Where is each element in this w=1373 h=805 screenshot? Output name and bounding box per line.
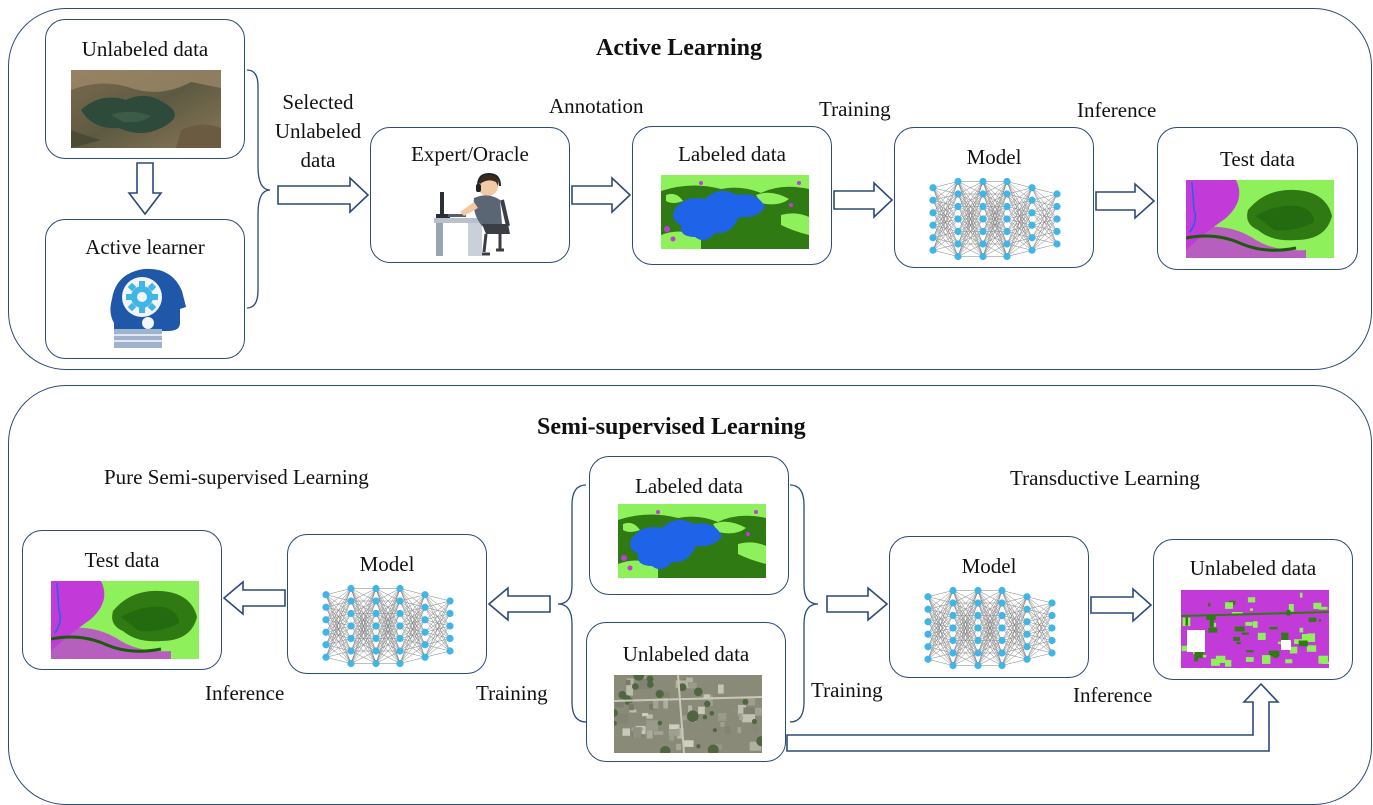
land-cover-map bbox=[661, 175, 809, 249]
semi-unlabeled-output-label: Unlabeled data bbox=[1189, 556, 1317, 580]
semi-training-right-label: Training bbox=[811, 678, 883, 702]
test-land-cover-map bbox=[1186, 180, 1334, 258]
semi-model-left-label: Model bbox=[359, 552, 415, 576]
semi-test-data-label: Test data bbox=[84, 548, 160, 572]
labeled-data-box: Labeled data bbox=[632, 126, 832, 265]
neural-network-diagram bbox=[929, 177, 1061, 261]
model-label: Model bbox=[966, 145, 1022, 169]
satellite-urban-image bbox=[614, 675, 762, 753]
pure-semi-supervised-label: Pure Semi-supervised Learning bbox=[104, 465, 369, 489]
semi-unlabeled-data-label: Unlabeled data bbox=[622, 642, 750, 666]
inference-label-top: Inference bbox=[1077, 98, 1157, 122]
semi-labeled-data-label: Labeled data bbox=[635, 474, 743, 498]
test-data-box: Test data bbox=[1157, 127, 1358, 270]
human-annotator-icon bbox=[434, 172, 510, 256]
training-label-top: Training bbox=[819, 97, 891, 121]
selected-unlabeled-line-1: Selected bbox=[282, 90, 354, 114]
semi-test-data-box: Test data bbox=[22, 530, 222, 670]
model-box: Model bbox=[894, 127, 1094, 268]
test-data-label: Test data bbox=[1220, 147, 1295, 171]
neural-network-diagram-right bbox=[924, 586, 1056, 670]
semi-test-land-cover-map bbox=[51, 581, 199, 659]
labeled-data-label: Labeled data bbox=[678, 142, 786, 166]
semi-labeled-data-box: Labeled data bbox=[589, 456, 789, 595]
semi-supervised-title: Semi-supervised Learning bbox=[537, 414, 806, 440]
semi-model-right-label: Model bbox=[961, 554, 1017, 578]
semi-training-left-label: Training bbox=[476, 681, 548, 705]
active-learner-label: Active learner bbox=[85, 235, 205, 259]
semi-unlabeled-data-box: Unlabeled data bbox=[586, 622, 786, 762]
active-learning-panel bbox=[8, 8, 1372, 370]
brain-gear-head-icon bbox=[110, 268, 186, 348]
semi-inference-left-label: Inference bbox=[205, 681, 285, 705]
semi-land-cover-map bbox=[618, 504, 766, 578]
satellite-terrain-image bbox=[71, 70, 221, 148]
expert-oracle-label: Expert/Oracle bbox=[411, 142, 529, 166]
semi-model-left-box: Model bbox=[287, 534, 487, 674]
selected-unlabeled-line-2: Unlabeled bbox=[274, 119, 362, 143]
unlabeled-data-box: Unlabeled data bbox=[45, 19, 245, 159]
transductive-learning-label: Transductive Learning bbox=[1010, 466, 1200, 490]
annotation-label: Annotation bbox=[549, 94, 644, 118]
expert-oracle-box: Expert/Oracle bbox=[370, 127, 570, 263]
semi-inference-right-label: Inference bbox=[1073, 683, 1153, 707]
active-learning-title: Active Learning bbox=[596, 35, 762, 61]
urban-land-cover-map bbox=[1181, 590, 1329, 668]
neural-network-diagram-left bbox=[322, 584, 454, 668]
semi-model-right-box: Model bbox=[889, 536, 1089, 678]
active-learner-box: Active learner bbox=[45, 219, 245, 359]
unlabeled-data-label: Unlabeled data bbox=[81, 37, 209, 61]
selected-unlabeled-line-3: data bbox=[300, 148, 336, 172]
semi-unlabeled-output-box: Unlabeled data bbox=[1153, 539, 1353, 680]
